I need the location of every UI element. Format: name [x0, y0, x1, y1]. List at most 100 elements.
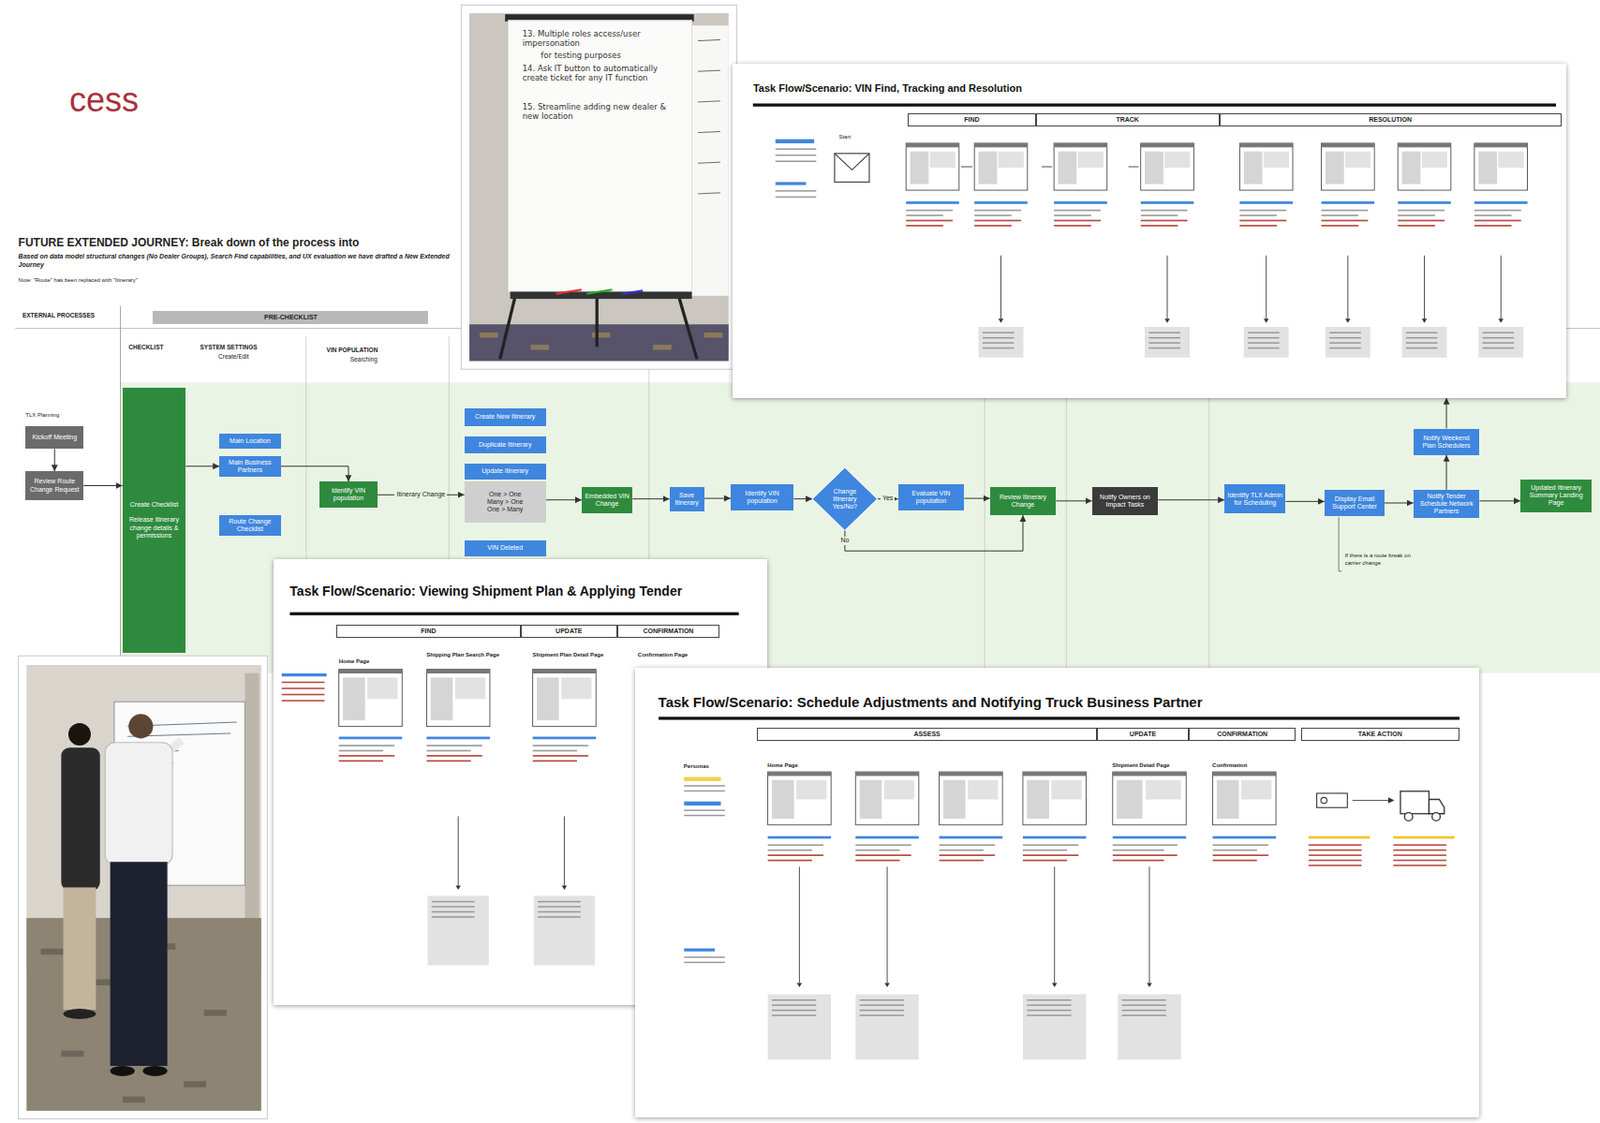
text-group: FIND	[911, 116, 1032, 124]
flow-arrow	[1053, 867, 1055, 984]
screen-panel	[1478, 150, 1497, 184]
person-head	[128, 713, 153, 739]
text-placeholder	[1247, 336, 1280, 339]
screen-panel	[967, 780, 998, 800]
text-placeholder	[1482, 346, 1515, 349]
screen-panel	[1078, 150, 1104, 167]
text-placeholder	[1392, 859, 1447, 862]
person-shoes	[63, 1008, 97, 1020]
text-group: CONFIRMATION	[621, 627, 716, 636]
flow-arrow	[458, 815, 460, 886]
handwritten-note: 13. Multiple roles access/user impersona…	[522, 29, 679, 48]
screen-panel	[455, 677, 486, 699]
flow-arrow-head	[1164, 318, 1170, 323]
title-rule	[289, 612, 739, 616]
step-bar	[938, 836, 1003, 840]
easel-leg	[595, 296, 599, 347]
screen-wireframe	[1397, 142, 1452, 190]
text-placeholder	[938, 849, 983, 852]
process-box: Notify Owners on Impact Tasks	[1092, 487, 1159, 517]
screen-wireframe	[938, 772, 1003, 827]
text-placeholder	[1053, 214, 1092, 217]
process-box: Display Email Support Center	[1324, 489, 1385, 517]
text-placeholder	[767, 849, 812, 852]
process-box: Route Change Checklist	[219, 515, 281, 536]
text-placeholder	[1140, 214, 1179, 217]
phase-header: UPDATE	[1096, 727, 1189, 741]
box-text: Identify VIN population	[322, 487, 375, 503]
text-placeholder	[1149, 331, 1182, 334]
box-text: TRACK	[1039, 116, 1216, 124]
screen-header	[1321, 142, 1376, 147]
handwriting-scribble	[697, 70, 721, 72]
phase-header: UPDATE	[520, 624, 618, 638]
step-bar	[1111, 836, 1186, 840]
system-box	[855, 994, 919, 1061]
screen-header	[1239, 142, 1293, 147]
text-placeholder	[1406, 331, 1438, 334]
screen-header	[1022, 772, 1086, 777]
text-placeholder	[859, 1009, 904, 1012]
text-placeholder	[905, 208, 953, 211]
text-placeholder	[859, 999, 904, 1002]
text-placeholder	[339, 750, 384, 753]
text-placeholder	[974, 208, 1022, 211]
flow-arrow	[886, 867, 888, 984]
photo-door	[244, 673, 259, 960]
text-placeholder	[770, 999, 815, 1002]
flow-connector	[1479, 500, 1521, 502]
text-placeholder	[1307, 865, 1362, 868]
panel-title: Task Flow/Scenario: Schedule Adjustments…	[658, 694, 1203, 711]
text-placeholder	[1406, 336, 1438, 339]
ticket-icon	[1316, 793, 1348, 808]
box-text: ASSESS	[760, 730, 1094, 739]
text-placeholder	[426, 760, 471, 763]
flow-connector	[793, 498, 813, 500]
annotation-text: Start	[838, 133, 870, 141]
text-placeholder	[1121, 999, 1166, 1002]
screen-wireframe	[1239, 142, 1293, 190]
screen-header	[938, 772, 1003, 777]
text-placeholder	[1149, 336, 1182, 339]
annotation-text: Based on data model structural changes (…	[18, 252, 458, 269]
step-bar	[767, 836, 831, 840]
step-bar	[1474, 201, 1528, 205]
flow-arrow-head	[1387, 798, 1394, 805]
handwriting-scribble	[697, 101, 721, 103]
process-box: One > OneMany > OneOne > Many	[464, 481, 547, 523]
text-group: Update Itinerary	[467, 467, 544, 475]
text-placeholder	[1053, 219, 1101, 222]
floor-pattern	[204, 1009, 227, 1017]
carpet-pattern	[652, 344, 672, 350]
text-placeholder	[905, 224, 944, 227]
text-placeholder	[1307, 855, 1362, 858]
screen-panel	[998, 150, 1024, 167]
flow-connector	[546, 499, 582, 501]
text-group: Route Change Checklist	[222, 518, 278, 534]
text-placeholder	[767, 844, 823, 847]
screen-panel	[342, 677, 366, 721]
screen-panel	[561, 677, 592, 699]
screen-panel	[367, 677, 398, 699]
flow-arrow	[1347, 254, 1349, 319]
text-placeholder	[1482, 331, 1515, 334]
box-text: Notify Tender Schedule Network Partners	[1416, 492, 1478, 516]
text-placeholder	[1149, 341, 1182, 344]
process-box: Review Itinerary Change	[990, 487, 1057, 517]
text-placeholder	[1111, 844, 1177, 847]
box-text: Main Location	[222, 437, 278, 445]
box-text: One > One	[467, 490, 544, 499]
text-placeholder	[982, 346, 1015, 349]
box-text: CONFIRMATION	[621, 627, 716, 636]
text-placeholder	[1212, 859, 1257, 862]
text-placeholder	[537, 911, 581, 914]
screen-panel	[1497, 150, 1524, 167]
person-shoes	[143, 1066, 168, 1077]
text-placeholder	[1307, 849, 1362, 852]
box-text: VIN Deleted	[467, 544, 544, 552]
text-placeholder	[426, 755, 482, 757]
screen-header	[1053, 142, 1108, 147]
flow-arrow-head	[455, 885, 460, 889]
text-placeholder	[974, 214, 1012, 217]
box-text: RESOLUTION	[1223, 116, 1558, 124]
